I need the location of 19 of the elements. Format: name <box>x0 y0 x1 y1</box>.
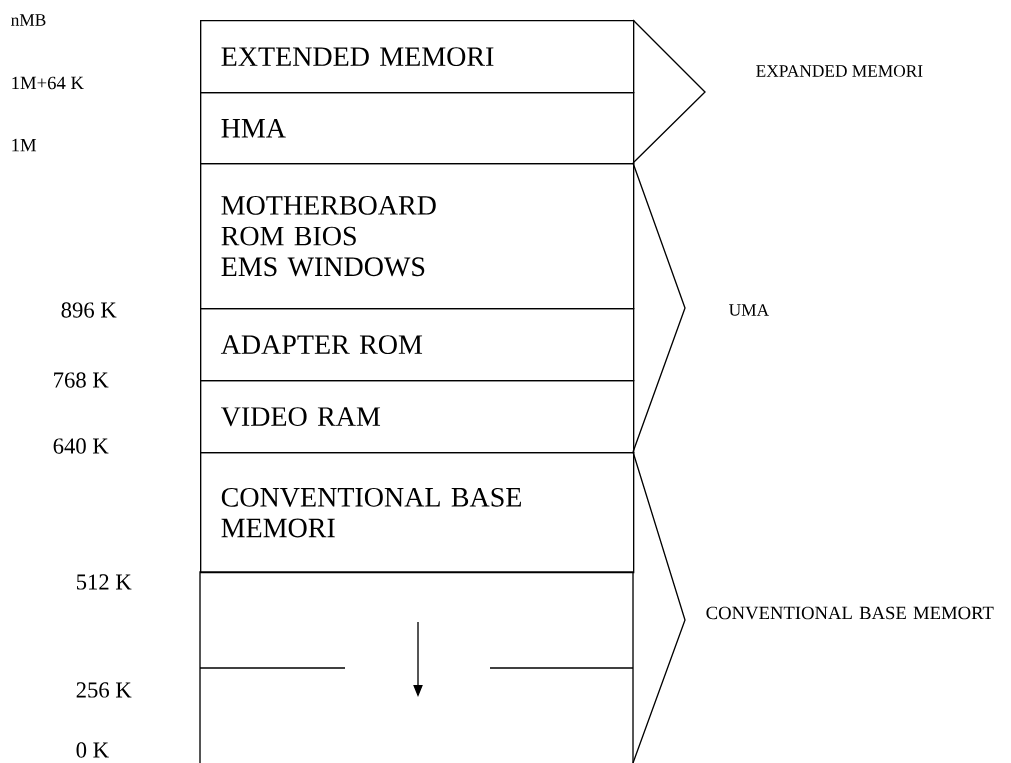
address-label: 896 K <box>61 302 117 318</box>
address-label: 768 K <box>54 372 109 388</box>
address-label: nMB <box>11 14 46 26</box>
memory-cell: MOTHERBOARD ROM BIOS EMS WINDOWS <box>200 163 635 310</box>
memory-cell <box>199 571 634 763</box>
address-label: CONVENTIONAL BASE MEMORT <box>706 606 994 620</box>
address-label: EXPANDED MEMORI <box>756 65 923 77</box>
memory-cell: HMA <box>200 92 635 165</box>
memory-cell: EXTENDED MEMORI <box>200 20 635 94</box>
address-label: 0 K <box>76 742 109 758</box>
address-label: 1M <box>12 138 37 152</box>
address-label: 640 K <box>53 438 109 454</box>
memory-cell: CONVENTIONAL BASE MEMORI <box>200 452 635 574</box>
memory-cell: VIDEO RAM <box>200 380 635 454</box>
memory-cell: ADAPTER ROM <box>200 308 635 382</box>
address-label: 256 K <box>76 682 132 698</box>
address-label: 512 K <box>77 574 132 590</box>
address-label: UMA <box>729 304 769 316</box>
address-label: 1M+64 K <box>12 76 84 90</box>
